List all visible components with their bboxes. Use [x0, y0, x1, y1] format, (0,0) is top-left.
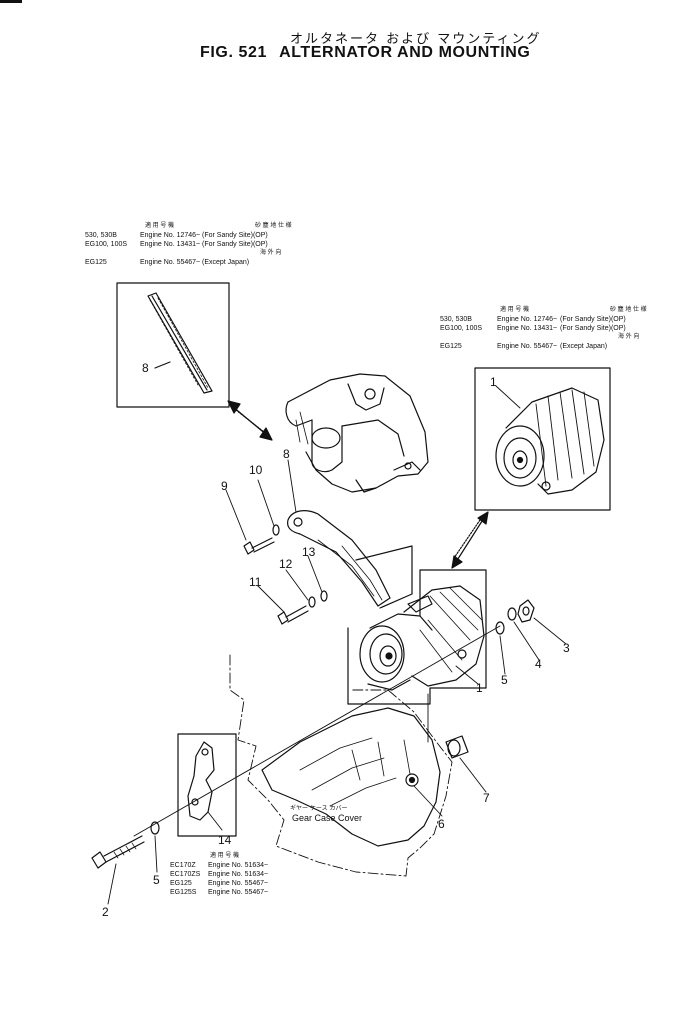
double-arrow-right — [451, 511, 489, 569]
belt-inset — [116, 282, 230, 408]
note-spec: (Except Japan) — [560, 343, 608, 350]
note-model: EG125S — [170, 889, 197, 896]
figure-title-text: ALTERNATOR AND MOUNTING — [279, 44, 531, 61]
note-top-left: 適 用 号 機 砂 塵 地 仕 様 530, 530B Engine No. 1… — [85, 222, 315, 267]
note-model: EG100, 100S — [85, 241, 128, 248]
note-model: EG125 — [170, 880, 192, 887]
lock-washer-4 — [507, 607, 517, 621]
bracket-inset-frame — [177, 733, 237, 837]
water-pump-housing — [285, 373, 429, 493]
note-engine: Engine No. 13431~ — [140, 241, 201, 248]
title-japanese: オルタネータ および マウンティング — [290, 32, 542, 47]
figure-title: FIG. 521 ALTERNATOR AND MOUNTING — [200, 44, 542, 62]
note-engine: Engine No. 13431~ — [497, 325, 558, 332]
callout-6: 6 — [438, 817, 445, 831]
callout-8: 8 — [283, 447, 290, 461]
washer-10 — [272, 524, 280, 536]
note-header-models: 適 用 号 機 — [500, 307, 530, 313]
note-model: EG100, 100S — [440, 325, 483, 332]
note-model: EC170ZS — [170, 871, 201, 878]
note-model: EG125 — [440, 343, 462, 350]
note-model: 530, 530B — [440, 316, 472, 323]
callout-1: 1 — [476, 681, 483, 695]
engine-outline — [229, 654, 453, 877]
spacer-7 — [445, 735, 469, 759]
callout-2: 2 — [102, 905, 109, 919]
callout-numbers: 1 1 2 3 4 5 5 6 7 8 8 9 10 11 12 13 14 — [102, 361, 570, 919]
bolt-11 — [277, 605, 309, 625]
adjusting-bracket — [287, 510, 391, 607]
note-engine: Engine No. 55467~ — [208, 880, 269, 887]
gear-case-cover — [261, 707, 441, 847]
callout-9: 9 — [221, 479, 228, 493]
callout-3: 3 — [563, 641, 570, 655]
callout-7: 7 — [483, 791, 490, 805]
note-engine: Engine No. 55467~ — [208, 889, 269, 896]
callout-5-lower: 5 — [153, 873, 160, 887]
note-engine: Engine No. 55467~ — [140, 259, 201, 266]
note-model: EC170Z — [170, 862, 196, 869]
note-model: EG125 — [85, 259, 107, 266]
note-engine: Engine No. 51634~ — [208, 871, 269, 878]
note-header-models: 適 用 号 機 — [145, 223, 175, 229]
leader-lines — [107, 385, 567, 905]
note-spec: (For Sandy Site)(OP) — [202, 232, 268, 239]
callout-11: 11 — [249, 575, 262, 589]
note-header-models: 適 用 号 機 — [210, 853, 240, 859]
note-spec: (For Sandy Site)(OP) — [202, 241, 268, 248]
gear-case-cover-label: Gear Case Cover — [292, 813, 363, 823]
gear-case-cover-label-jp: ギヤー ケース カバー — [290, 805, 348, 812]
note-bottom: 適 用 号 機 EC170Z Engine No. 51634~ EC170ZS… — [170, 852, 330, 897]
assembly-axis-line — [133, 625, 501, 837]
callout-14: 14 — [218, 833, 232, 847]
callout-12: 12 — [279, 557, 293, 571]
note-spec: (For Sandy Site)(OP) — [560, 325, 626, 332]
callout-8-inset: 8 — [142, 361, 149, 375]
callout-4: 4 — [535, 657, 542, 671]
bolt-9 — [243, 537, 275, 555]
bracket-inset — [177, 733, 237, 837]
alternator-inset — [474, 367, 611, 511]
callout-10: 10 — [249, 463, 263, 477]
note-spec: (For Sandy Site)(OP) — [560, 316, 626, 323]
figure-number: FIG. 521 — [200, 44, 268, 61]
note-header-sandy: 砂 塵 地 仕 様 — [610, 307, 647, 313]
callout-13: 13 — [302, 545, 316, 559]
washer-5-lower — [150, 821, 160, 835]
note-engine: Engine No. 12746~ — [140, 232, 201, 239]
note-header-export: 海 外 向 — [618, 334, 640, 340]
leader-line — [154, 361, 171, 369]
bolt-2 — [91, 835, 145, 869]
washer-12 — [308, 596, 316, 608]
note-header-export: 海 外 向 — [260, 250, 282, 256]
v-belt-drawing — [147, 292, 213, 394]
alternator-main — [347, 569, 487, 705]
callout-5-upper: 5 — [501, 673, 508, 687]
note-engine: Engine No. 55467~ — [497, 343, 558, 350]
belt-inset-frame — [116, 282, 230, 408]
double-arrow-left — [227, 400, 273, 441]
note-engine: Engine No. 51634~ — [208, 862, 269, 869]
washer-5-upper — [495, 621, 505, 635]
callout-1-inset: 1 — [490, 375, 497, 389]
note-right: 適 用 号 機 砂 塵 地 仕 様 530, 530B Engine No. 1… — [440, 306, 680, 351]
note-engine: Engine No. 12746~ — [497, 316, 558, 323]
washer-13 — [320, 590, 328, 602]
mounting-plate — [355, 545, 413, 609]
nut-3 — [517, 599, 535, 623]
note-model: 530, 530B — [85, 232, 117, 239]
note-header-sandy: 砂 塵 地 仕 様 — [255, 223, 292, 229]
note-spec: (Except Japan) — [202, 259, 250, 266]
corner-mark — [0, 0, 22, 3]
